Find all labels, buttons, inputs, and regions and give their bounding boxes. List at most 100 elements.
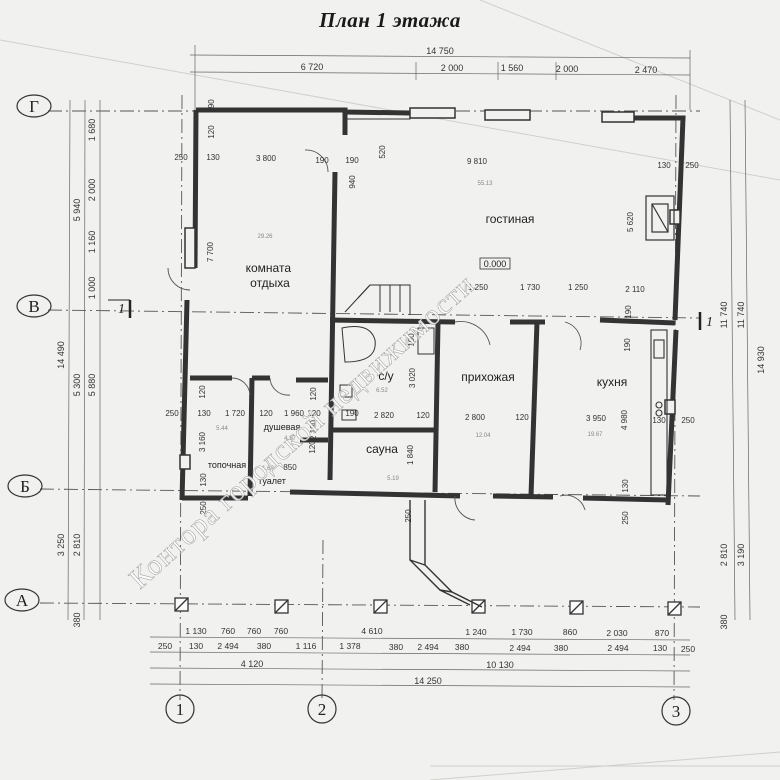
dim-b2-12: 130 (653, 643, 667, 653)
dim-left-total-4: 3 250 (56, 534, 66, 557)
int-dim-47: 190 (207, 99, 216, 113)
axis-bubble-2: 2 (307, 694, 337, 724)
int-dim-16: 190 (624, 305, 633, 319)
entrance-ramp (409, 500, 483, 608)
dim-b1-5: 1 240 (465, 627, 487, 637)
staircase (344, 284, 411, 315)
axis-bubble-3: 3 (661, 696, 691, 726)
wall-bottom-right-1 (492, 493, 554, 500)
int-dim-24: 130 (197, 409, 211, 418)
int-dim-37: 250 (681, 416, 695, 425)
room-kuhnya-area: 19.67 (587, 432, 603, 438)
dim-b2-4: 1 116 (296, 641, 317, 651)
kitchen-counter (650, 329, 668, 496)
dim-b1-7: 860 (563, 627, 577, 637)
dim-left-total-1: 14 490 (56, 341, 66, 369)
dim-right-total-3: 2 810 (719, 544, 729, 567)
room-kuhnya: кухня (597, 375, 628, 389)
int-dim-45: 130 (621, 479, 630, 493)
int-dim-13: 1 730 (520, 283, 541, 292)
int-dim-25: 1 720 (225, 409, 246, 418)
dim-bottom-total: 14 250 (414, 676, 442, 686)
room-komnata: комната отдыха (246, 261, 295, 290)
axis-label-a: А (16, 591, 29, 610)
wall-hall-kitchen (528, 321, 540, 497)
int-dim-11: 5 620 (626, 211, 635, 232)
wall-outer-top-left (196, 107, 348, 135)
axis-bubble-b: Б (7, 474, 43, 498)
dim-b2-5: 1 378 (339, 641, 361, 651)
window-top-1 (409, 107, 456, 119)
room-prihozhaya: прихожая (461, 370, 514, 384)
shower-tray (417, 327, 435, 355)
bathtub (341, 326, 376, 363)
dim-right-total-4: 3 190 (736, 544, 746, 567)
int-dim-19: 3 020 (408, 367, 417, 388)
window-right-1 (669, 209, 681, 225)
dim-b1-4: 4 610 (361, 626, 383, 636)
int-dim-7: 130 (657, 161, 671, 170)
int-dim-35: 4 980 (620, 409, 629, 430)
dim-right-total-5: 380 (719, 614, 729, 629)
dim-top-3: 2 000 (556, 64, 579, 74)
dim-right-total-0: 11 740 (719, 302, 729, 329)
dim-bottom-row1: 1 130 760 760 760 4 610 1 240 1 730 860 … (185, 626, 669, 638)
dim-b2-1: 130 (189, 641, 203, 651)
window-top-4 (344, 112, 411, 120)
int-dim-12: 1 250 (468, 283, 489, 292)
column-6 (667, 601, 682, 616)
axis-bubble-g: Г (16, 94, 52, 118)
window-right-2 (664, 399, 676, 415)
dim-left-1: 2 000 (87, 179, 97, 202)
dim-b2-11: 2 494 (607, 643, 629, 653)
column-2 (274, 599, 289, 614)
dim-top-0: 6 720 (301, 62, 324, 72)
int-dim-32: 2 800 (465, 413, 486, 422)
section-marks: 1 1 (108, 299, 713, 330)
level-mark: 0.000 (484, 259, 507, 269)
room-sauna: сауна (366, 442, 398, 456)
dim-right-total-2: 14 930 (756, 346, 766, 374)
room-su-area: 6.52 (376, 388, 388, 394)
dim-b1-8: 2 030 (606, 628, 628, 638)
int-dim-8: 250 (685, 161, 699, 170)
dim-b2-6: 380 (389, 642, 403, 652)
dim-left-total-3: 5 880 (87, 374, 97, 397)
dim-b1-2: 760 (247, 626, 261, 636)
int-dim-26: 120 (259, 409, 273, 418)
wall-inner-vertical-1 (327, 171, 338, 481)
dim-b2-7: 2 494 (417, 642, 439, 652)
column-3 (373, 599, 388, 614)
dim-top-2: 1 560 (501, 63, 524, 73)
dim-b1-9: 870 (655, 628, 669, 638)
axis-bubble-1: 1 (165, 694, 195, 724)
section-mark-left: 1 (118, 302, 125, 317)
int-dim-0: 250 (174, 153, 188, 162)
dim-b2-2: 2 494 (217, 641, 239, 651)
room-topochnaya: топочная (208, 460, 246, 470)
int-dim-15: 2 110 (625, 285, 645, 294)
axis-label-g: Г (29, 97, 39, 116)
column-1 (174, 597, 189, 612)
int-dim-21: 120 (198, 385, 207, 399)
bathroom-fixtures (339, 326, 435, 421)
room-komnata-line2: отдыха (250, 276, 290, 290)
int-dim-20: 190 (345, 409, 359, 418)
int-dim-30: 2 820 (374, 411, 395, 420)
wall-su-right (432, 321, 441, 493)
axis-line-v (47, 309, 701, 319)
windows (179, 107, 681, 470)
axis-bubble-a: А (4, 588, 40, 612)
axis-line-3 (673, 94, 677, 701)
dim-b2-8: 380 (455, 642, 469, 652)
dim-top-total: 14 750 (426, 46, 454, 56)
interior-dimensions: 250 130 3 800 190 190 520 9 810 130 250 … (165, 99, 699, 525)
int-dim-39: 1 840 (406, 444, 415, 465)
int-dim-6: 9 810 (467, 157, 488, 166)
dim-right-totals: 11 740 11 740 14 930 2 810 3 190 380 (719, 302, 766, 630)
int-dim-22: 120 (309, 387, 318, 401)
dim-bottom-row3: 4 120 10 130 (241, 659, 514, 670)
axis-line-2 (321, 539, 324, 701)
dim-b2-3: 380 (257, 641, 271, 651)
